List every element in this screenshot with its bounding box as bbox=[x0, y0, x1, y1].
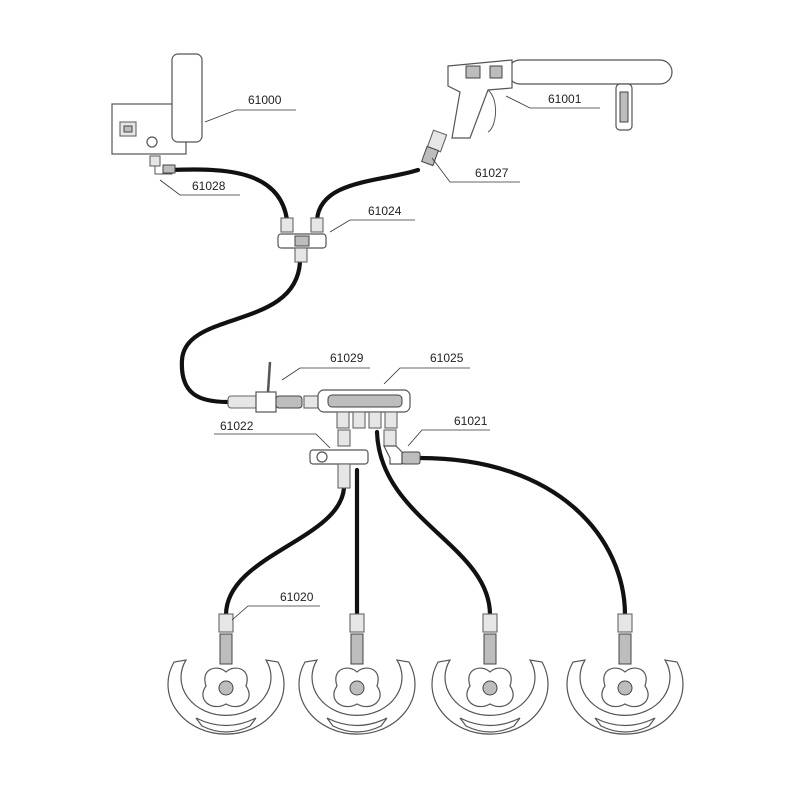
jet-2-coupler bbox=[349, 613, 365, 633]
jet-2-ring bbox=[298, 659, 416, 735]
label-61021: 61021 bbox=[454, 414, 488, 428]
splitter-inlet bbox=[337, 429, 351, 447]
manifold-port-4 bbox=[384, 411, 398, 429]
manifold-port-2 bbox=[352, 411, 366, 429]
hose-gun-to-tee bbox=[314, 167, 421, 223]
socket-pins bbox=[123, 125, 133, 133]
tee-connector bbox=[277, 217, 327, 263]
leader-61029 bbox=[281, 367, 370, 381]
label-61029: 61029 bbox=[330, 351, 364, 365]
hose-outlet-4 bbox=[417, 455, 628, 618]
unit-outlet bbox=[149, 155, 161, 167]
jet-1 bbox=[167, 613, 285, 735]
handle-grip bbox=[619, 91, 629, 123]
jet-2 bbox=[298, 613, 416, 735]
jet-1-coupler bbox=[218, 613, 234, 633]
manifold-port-3 bbox=[368, 411, 382, 429]
hose-tee-to-manifold bbox=[179, 259, 303, 405]
jet-3-hub bbox=[482, 680, 498, 696]
jet-4-coupler bbox=[617, 613, 633, 633]
jet-4-stem bbox=[618, 633, 632, 665]
hoses bbox=[169, 167, 628, 618]
unit-knob-icon bbox=[146, 136, 158, 148]
label-61000: 61000 bbox=[248, 93, 282, 107]
leader-61025 bbox=[383, 367, 470, 385]
jet-1-base-slot bbox=[195, 717, 257, 733]
valve-and-manifold bbox=[227, 361, 411, 429]
gun-grip-texture bbox=[465, 65, 481, 79]
splitter-61022 bbox=[309, 429, 369, 489]
jet-2-stem bbox=[350, 633, 364, 665]
label-61028: 61028 bbox=[192, 179, 226, 193]
jets bbox=[167, 613, 684, 735]
manifold-inlet bbox=[303, 395, 319, 409]
tee-outlet bbox=[294, 247, 308, 263]
jet-3 bbox=[431, 613, 549, 735]
jet-2-base-slot bbox=[326, 717, 388, 733]
hose-outlet-3 bbox=[374, 429, 493, 618]
label-61027: 61027 bbox=[475, 166, 509, 180]
jet-4 bbox=[566, 613, 684, 735]
splitter-knob bbox=[316, 451, 328, 463]
jet-4-hub bbox=[617, 680, 633, 696]
unit-cylinder bbox=[171, 53, 203, 143]
manifold-label-band bbox=[327, 394, 403, 408]
valve-antenna bbox=[266, 361, 272, 393]
leader-61027 bbox=[431, 157, 520, 183]
leader-61000 bbox=[204, 109, 296, 123]
jet-3-coupler bbox=[482, 613, 498, 633]
leader-61022 bbox=[214, 433, 331, 449]
label-61024: 61024 bbox=[368, 204, 402, 218]
jet-1-stem bbox=[219, 633, 233, 665]
leader-61020 bbox=[231, 605, 320, 621]
gun-body bbox=[447, 59, 513, 139]
jet-3-base-slot bbox=[459, 717, 521, 733]
label-61022: 61022 bbox=[220, 419, 254, 433]
jet-3-stem bbox=[483, 633, 497, 665]
valve-61029-outlet bbox=[275, 395, 303, 409]
valve-61029-coupler bbox=[227, 395, 259, 409]
tee-inlet-right bbox=[310, 217, 324, 233]
jet-2-hub bbox=[349, 680, 365, 696]
jet-3-ring bbox=[431, 659, 549, 735]
tee-center bbox=[294, 235, 310, 247]
valve-61029-body bbox=[255, 391, 277, 413]
leader-61028 bbox=[159, 179, 240, 196]
part-labels: 61000 61001 61027 61028 61024 61029 6102… bbox=[192, 92, 582, 604]
gun-trigger bbox=[487, 89, 496, 133]
elbow-outlet bbox=[401, 451, 421, 465]
label-61025: 61025 bbox=[430, 351, 464, 365]
jet-4-base-slot bbox=[594, 717, 656, 733]
elbow-nut bbox=[162, 164, 176, 174]
leader-61024 bbox=[329, 219, 415, 233]
leader-lines bbox=[159, 95, 600, 621]
co2-unit bbox=[111, 53, 203, 175]
hose-outlet-1 bbox=[223, 485, 347, 618]
jet-1-ring bbox=[167, 659, 285, 735]
leader-61001 bbox=[505, 95, 600, 109]
elbow-61021 bbox=[383, 429, 421, 465]
jet-1-hub bbox=[218, 680, 234, 696]
hose-unit-to-tee bbox=[169, 167, 290, 223]
manifold-port-1 bbox=[336, 411, 350, 429]
gun-barrel bbox=[507, 59, 673, 85]
elbow-inlet bbox=[383, 429, 397, 447]
label-61001: 61001 bbox=[548, 92, 582, 106]
jet-4-ring bbox=[566, 659, 684, 735]
elbow-body bbox=[383, 445, 403, 465]
tee-inlet-left bbox=[280, 217, 294, 233]
splitter-outlet bbox=[337, 463, 351, 489]
label-61020: 61020 bbox=[280, 590, 314, 604]
spray-gun bbox=[420, 59, 673, 167]
gun-label-plate bbox=[489, 65, 503, 79]
leader-61021 bbox=[407, 429, 490, 447]
